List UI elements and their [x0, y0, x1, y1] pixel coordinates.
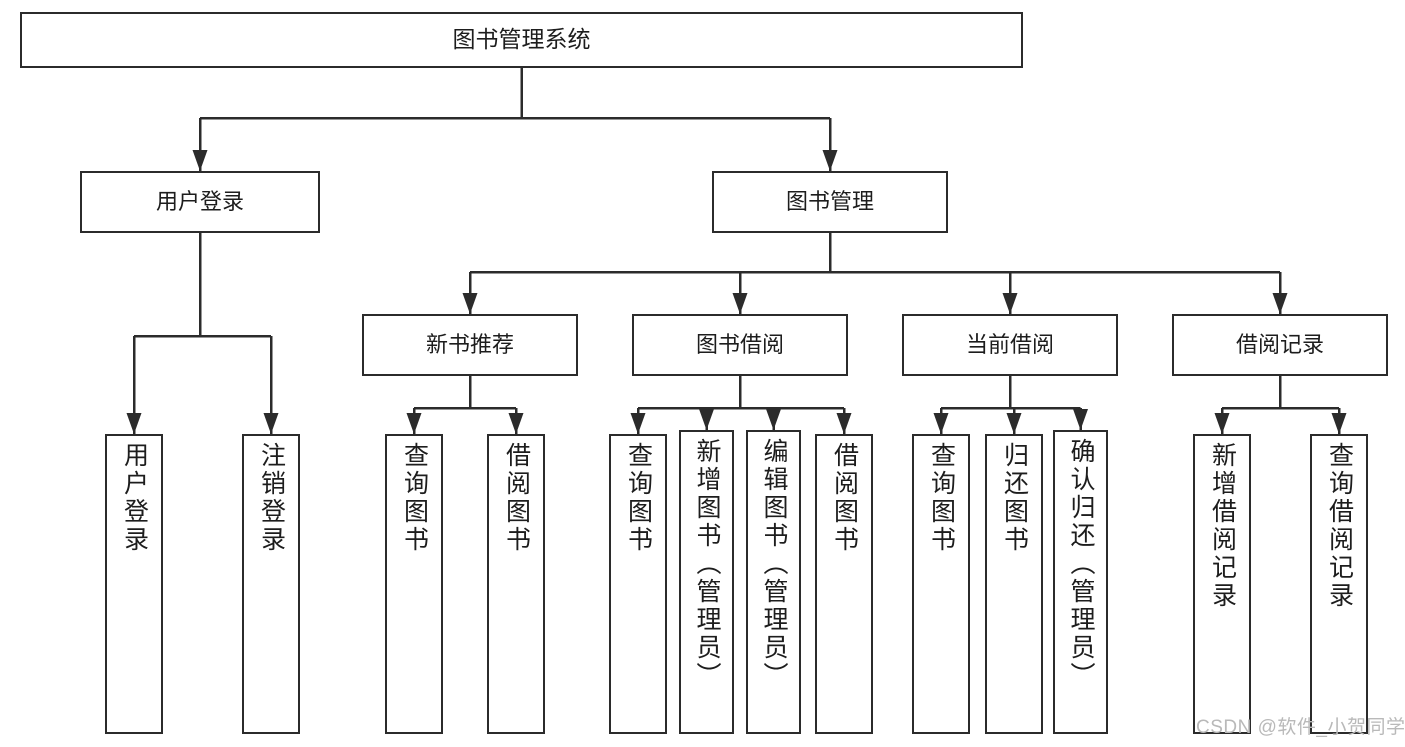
- arrowhead: [263, 413, 279, 434]
- node-leaf-return-book[interactable]: 归还图书: [985, 434, 1043, 734]
- arrowhead: [836, 413, 852, 434]
- node-label: 查询图书: [400, 442, 429, 554]
- arrowhead: [732, 293, 748, 314]
- node-label: 确认归还（管理员）: [1067, 438, 1095, 690]
- node-leaf-edit-book[interactable]: 编辑图书（管理员）: [746, 430, 801, 734]
- node-book-manage[interactable]: 图书管理: [712, 171, 948, 233]
- node-leaf-add-book[interactable]: 新增图书（管理员）: [679, 430, 734, 734]
- node-label: 用户登录: [155, 188, 244, 214]
- arrowhead: [933, 413, 949, 434]
- arrowhead: [822, 150, 838, 171]
- node-leaf-confirm-return[interactable]: 确认归还（管理员）: [1053, 430, 1108, 734]
- node-label: 用户登录: [120, 442, 149, 554]
- node-leaf-user-logout[interactable]: 注销登录: [242, 434, 300, 734]
- node-leaf-query-book-2[interactable]: 查询图书: [609, 434, 667, 734]
- node-label: 编辑图书（管理员）: [760, 438, 788, 690]
- node-label: 新增借阅记录: [1208, 442, 1237, 610]
- node-label: 归还图书: [1000, 442, 1029, 554]
- node-leaf-add-record[interactable]: 新增借阅记录: [1193, 434, 1251, 734]
- node-leaf-borrow-book-2[interactable]: 借阅图书: [815, 434, 873, 734]
- node-leaf-user-login[interactable]: 用户登录: [105, 434, 163, 734]
- node-book-borrow[interactable]: 图书借阅: [632, 314, 848, 376]
- arrowhead: [406, 413, 422, 434]
- node-label: 图书管理: [785, 188, 874, 214]
- node-label: 注销登录: [257, 442, 286, 554]
- node-leaf-query-book-1[interactable]: 查询图书: [385, 434, 443, 734]
- arrowhead: [1272, 293, 1288, 314]
- node-leaf-borrow-book-1[interactable]: 借阅图书: [487, 434, 545, 734]
- node-label: 图书借阅: [695, 331, 784, 357]
- node-label: 借阅图书: [830, 442, 859, 554]
- node-label: 借阅图书: [502, 442, 531, 554]
- node-label: 当前借阅: [965, 331, 1054, 357]
- node-label: 图书管理系统: [452, 26, 591, 53]
- node-label: 查询图书: [927, 442, 956, 554]
- arrowhead: [126, 413, 142, 434]
- arrowhead: [766, 409, 781, 430]
- node-user-login[interactable]: 用户登录: [80, 171, 320, 233]
- node-current-borrow[interactable]: 当前借阅: [902, 314, 1118, 376]
- node-borrow-record[interactable]: 借阅记录: [1172, 314, 1388, 376]
- arrowhead: [1073, 409, 1088, 430]
- node-label: 查询借阅记录: [1325, 442, 1354, 610]
- node-leaf-query-record[interactable]: 查询借阅记录: [1310, 434, 1368, 734]
- arrowhead: [462, 293, 478, 314]
- arrowhead: [1006, 413, 1022, 434]
- node-new-book-rec[interactable]: 新书推荐: [362, 314, 578, 376]
- arrowhead: [508, 413, 524, 434]
- node-leaf-query-book-3[interactable]: 查询图书: [912, 434, 970, 734]
- arrowhead: [1214, 413, 1230, 434]
- node-root[interactable]: 图书管理系统: [20, 12, 1023, 68]
- node-label: 新书推荐: [425, 331, 514, 357]
- arrowhead: [699, 409, 714, 430]
- arrowhead: [630, 413, 646, 434]
- node-label: 借阅记录: [1235, 331, 1324, 357]
- node-label: 新增图书（管理员）: [693, 438, 721, 690]
- node-label: 查询图书: [624, 442, 653, 554]
- arrowhead: [1002, 293, 1018, 314]
- arrowhead: [192, 150, 208, 171]
- arrowhead: [1331, 413, 1347, 434]
